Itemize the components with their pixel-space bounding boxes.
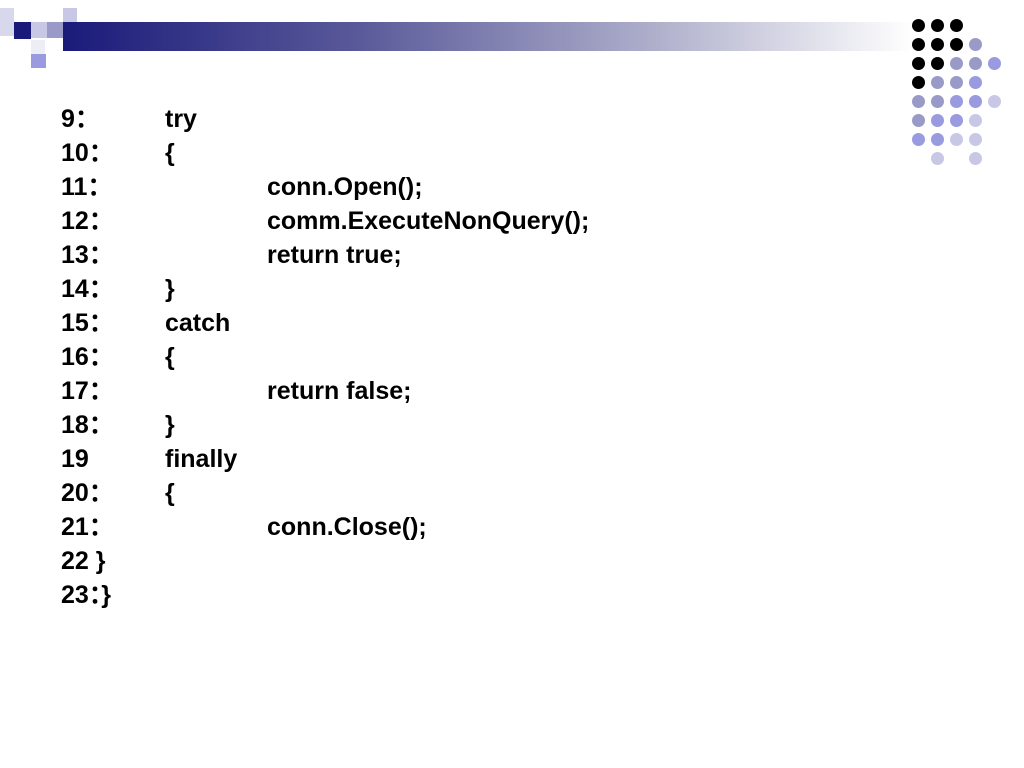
code-text: comm.ExecuteNonQuery();: [267, 207, 590, 235]
decor-dot: [912, 57, 925, 70]
code-text: }: [165, 411, 175, 439]
code-text: {: [165, 139, 175, 167]
code-line: 11： conn.Open();: [61, 170, 821, 204]
line-number: 17：: [61, 377, 114, 405]
decor-dot: [969, 57, 982, 70]
decor-dot: [950, 114, 963, 127]
title-gradient-bar: [63, 22, 913, 51]
decor-dot: [988, 57, 1001, 70]
decor-dot: [931, 152, 944, 165]
code-line: 19 finally: [61, 442, 821, 476]
decor-dot: [912, 133, 925, 146]
decor-dot: [950, 57, 963, 70]
code-line: 14： }: [61, 272, 821, 306]
line-number: 9：: [61, 105, 100, 133]
code-line: 12： comm.ExecuteNonQuery();: [61, 204, 821, 238]
decor-dot: [969, 38, 982, 51]
line-number: 16：: [61, 343, 114, 371]
line-number: 15：: [61, 309, 114, 337]
code-text: return false;: [267, 377, 412, 405]
line-number: 22 }: [61, 547, 106, 575]
decor-dot: [912, 19, 925, 32]
line-number: 20：: [61, 479, 114, 507]
decor-dot: [969, 133, 982, 146]
code-text: {: [165, 479, 175, 507]
code-line: 20： {: [61, 476, 821, 510]
decor-dot: [950, 76, 963, 89]
code-line: 13： return true;: [61, 238, 821, 272]
code-text: return true;: [267, 241, 402, 269]
decor-dot: [950, 19, 963, 32]
dot-matrix-decoration: [912, 19, 1012, 169]
line-number: 18：: [61, 411, 114, 439]
decor-dot: [969, 95, 982, 108]
code-line: 16： {: [61, 340, 821, 374]
code-text: try: [165, 105, 197, 133]
code-text: }: [165, 275, 175, 303]
code-listing: 9： try 10： { 11： conn.Open(); 12： comm.E…: [61, 102, 821, 612]
decor-square: [14, 22, 31, 39]
code-line: 23：}: [61, 578, 821, 612]
decor-dot: [950, 133, 963, 146]
decor-dot: [912, 38, 925, 51]
decor-dot: [950, 38, 963, 51]
decor-square: [47, 22, 63, 38]
line-number: 14：: [61, 275, 114, 303]
code-text: {: [165, 343, 175, 371]
code-line: 10： {: [61, 136, 821, 170]
line-number: 10：: [61, 139, 114, 167]
decor-dot: [931, 95, 944, 108]
decor-dot: [969, 152, 982, 165]
code-line: 9： try: [61, 102, 821, 136]
code-line: 18： }: [61, 408, 821, 442]
decor-dot: [931, 114, 944, 127]
decor-dot: [931, 19, 944, 32]
line-number: 11：: [61, 173, 113, 201]
line-number: 12：: [61, 207, 114, 235]
decor-square: [63, 8, 77, 22]
code-line: 22 }: [61, 544, 821, 578]
decor-dot: [950, 95, 963, 108]
decor-square: [31, 40, 45, 54]
code-line: 15： catch: [61, 306, 821, 340]
code-line: 21： conn.Close();: [61, 510, 821, 544]
decor-dot: [912, 76, 925, 89]
decor-dot: [912, 95, 925, 108]
code-text: conn.Close();: [267, 513, 427, 541]
line-number: 13：: [61, 241, 114, 269]
decor-square: [31, 54, 46, 68]
decor-square: [0, 8, 14, 36]
line-number: 19: [61, 445, 89, 473]
decor-dot: [931, 76, 944, 89]
decor-dot: [931, 57, 944, 70]
decor-dot: [969, 76, 982, 89]
code-line: 17： return false;: [61, 374, 821, 408]
line-number: 23：}: [61, 581, 112, 609]
code-text: catch: [165, 309, 231, 337]
decor-dot: [912, 114, 925, 127]
decor-square: [31, 22, 47, 38]
decor-dot: [988, 95, 1001, 108]
decor-dot: [931, 133, 944, 146]
decor-dot: [969, 114, 982, 127]
code-text: finally: [165, 445, 238, 473]
line-number: 21：: [61, 513, 114, 541]
decor-dot: [931, 38, 944, 51]
code-text: conn.Open();: [267, 173, 423, 201]
